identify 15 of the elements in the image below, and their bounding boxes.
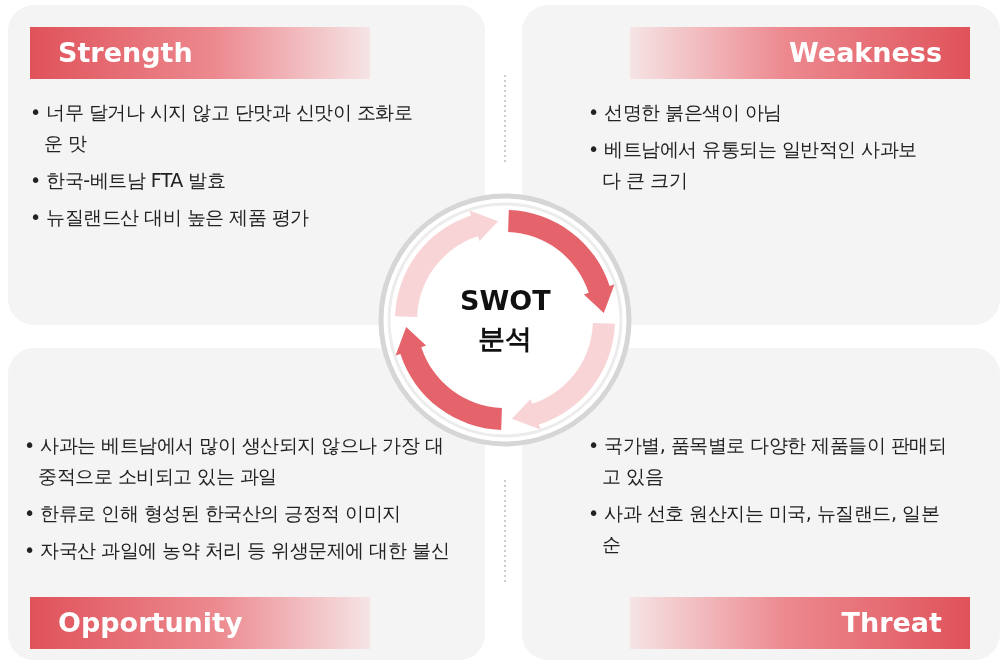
bullet-item: • 한류로 인해 형성된 한국산의 긍정적 이미지 <box>24 501 402 526</box>
bullet-item: • 사과 선호 원산지는 미국, 뉴질랜드, 일본 순 <box>588 501 941 557</box>
heading-bar: Threat <box>630 597 970 649</box>
bullet-item: • 사과는 베트남에서 많이 생산되지 않으나 가장 대중적으로 소비되고 있는 과일 <box>24 433 445 489</box>
bullet-item: • 선명한 붉은색이 아님 <box>588 100 783 125</box>
center-title: SWOT 분석 <box>460 284 550 356</box>
heading-bar: Strength <box>30 27 370 79</box>
heading-bar: Opportunity <box>30 597 370 649</box>
bullet-item: • 자국산 과일에 농약 처리 등 위생문제에 대한 불신 <box>24 538 451 563</box>
bullet-item: • 뉴질랜드산 대비 높은 제품 평가 <box>30 205 310 230</box>
bullet-item: • 베트남에서 유통되는 일반적인 사과보다 큰 크기 <box>588 137 918 193</box>
bullet-item: • 국가별, 품목별로 다양한 제품들이 판매되고 있음 <box>588 433 948 489</box>
bullet-item: • 한국-베트남 FTA 발효 <box>30 168 227 193</box>
bullet-item: • 너무 달거나 시지 않고 단맛과 신맛이 조화로운 맛 <box>30 100 414 156</box>
heading-bar: Weakness <box>630 27 970 79</box>
